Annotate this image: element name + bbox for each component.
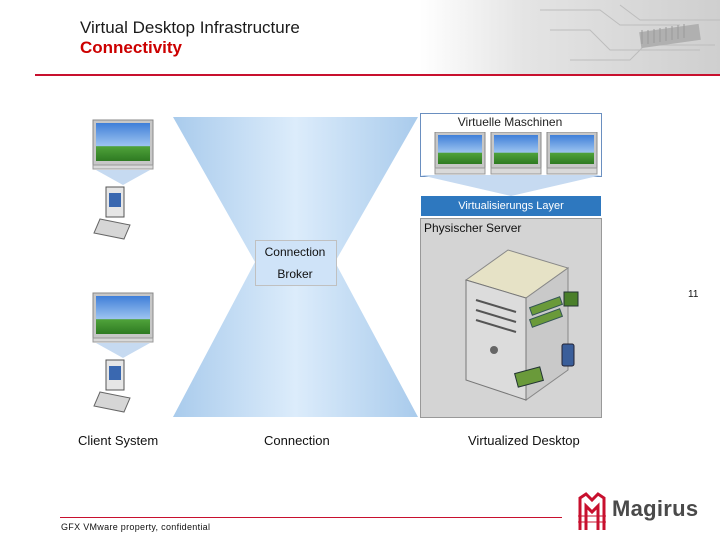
broker-label-line-1: Connection — [255, 245, 335, 259]
client-desktop-screen-icon — [93, 293, 153, 342]
thin-client-terminal-icon — [94, 187, 130, 239]
client-desktop-screen-icon — [93, 120, 153, 169]
broker-label-line-2: Broker — [255, 267, 335, 281]
vm-screen-icon-2 — [491, 132, 541, 174]
vm-screen-icon-3 — [547, 132, 597, 174]
vm-screen-icon-1 — [435, 132, 485, 174]
virtualization-layer-bar: Virtualisierungs Layer — [421, 196, 601, 216]
physical-server-label: Physischer Server — [424, 221, 521, 235]
caption-virtualized-desktop: Virtualized Desktop — [468, 433, 580, 448]
server-icon — [458, 240, 608, 410]
vm-to-layer-arrow — [420, 175, 602, 197]
cpu-chip-icon — [564, 292, 578, 306]
footer-divider — [60, 517, 562, 518]
magirus-logo-icon — [576, 490, 610, 534]
client-system-2 — [88, 288, 158, 418]
caption-client-system: Client System — [78, 433, 158, 448]
thin-client-terminal-icon — [94, 360, 130, 412]
footer-confidential-text: GFX VMware property, confidential — [61, 522, 210, 532]
virtual-machines-label: Virtuelle Maschinen — [420, 113, 600, 129]
phone-icon — [562, 344, 574, 366]
client-system-1 — [88, 115, 158, 245]
brand-name: Magirus — [612, 496, 698, 522]
vm-desktops — [433, 132, 603, 180]
caption-connection: Connection — [264, 433, 330, 448]
slide-number: 11 — [688, 289, 698, 300]
